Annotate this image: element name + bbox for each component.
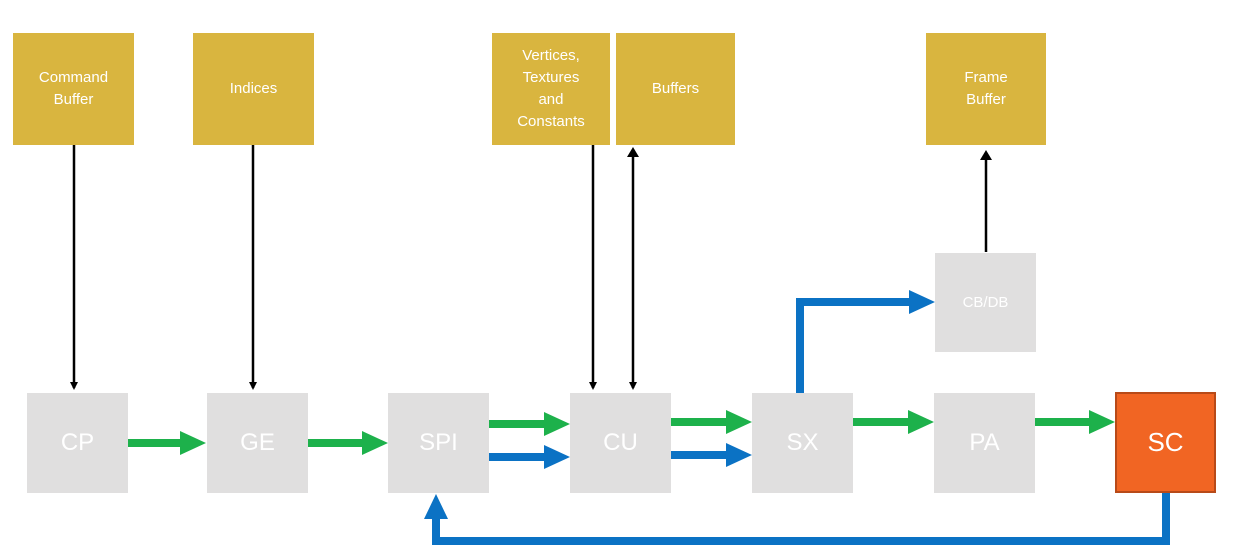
- ge-stage: GE: [207, 393, 308, 493]
- pa-to-sc-arrow: [1035, 410, 1115, 434]
- buffers-arrowhead: [627, 147, 639, 157]
- vertices-textures-constants-box: Vertices, Textures and Constants: [492, 33, 610, 145]
- sx-to-pa-arrow: [853, 410, 934, 434]
- sc-to-spi-feedback-arrow: [424, 493, 1170, 545]
- cp-to-ge-arrow: [128, 431, 206, 455]
- vertices-textures-constants-label: Vertices, Textures and Constants: [517, 47, 585, 130]
- cu-stage: CU: [570, 393, 671, 493]
- pa-label: PA: [969, 429, 1000, 456]
- pa-stage: PA: [934, 393, 1035, 493]
- cp-stage: CP: [27, 393, 128, 493]
- frame-buffer-box: Frame Buffer: [926, 33, 1046, 145]
- sc-stage: SC: [1115, 392, 1216, 493]
- spi-stage: SPI: [388, 393, 489, 493]
- sx-to-cb-db-arrow: [796, 290, 935, 393]
- cb-db-label: CB/DB: [962, 294, 1009, 311]
- cu-to-sx-green-arrow: [671, 410, 752, 434]
- sx-stage: SX: [752, 393, 853, 493]
- sx-label: SX: [786, 429, 819, 456]
- buffers-box: Buffers: [616, 33, 735, 145]
- cu-to-sx-blue-arrow: [671, 443, 752, 467]
- ge-to-spi-arrow: [308, 431, 388, 455]
- command-buffer-label: Command Buffer: [38, 69, 109, 108]
- spi-to-cu-blue-arrow: [489, 445, 570, 469]
- buffers-label: Buffers: [651, 80, 700, 97]
- ge-label: GE: [240, 429, 275, 456]
- indices-label: Indices: [229, 80, 278, 97]
- cu-label: CU: [603, 429, 638, 456]
- cp-label: CP: [60, 429, 95, 456]
- spi-label: SPI: [419, 429, 458, 456]
- frame-buffer-arrowhead: [980, 150, 992, 160]
- spi-to-cu-green-arrow: [489, 412, 570, 436]
- command-buffer-box: Command Buffer: [13, 33, 134, 145]
- sc-label: SC: [1147, 427, 1184, 457]
- frame-buffer-label: Frame Buffer: [964, 69, 1008, 108]
- cb-db-stage: CB/DB: [935, 253, 1036, 352]
- indices-box: Indices: [193, 33, 314, 145]
